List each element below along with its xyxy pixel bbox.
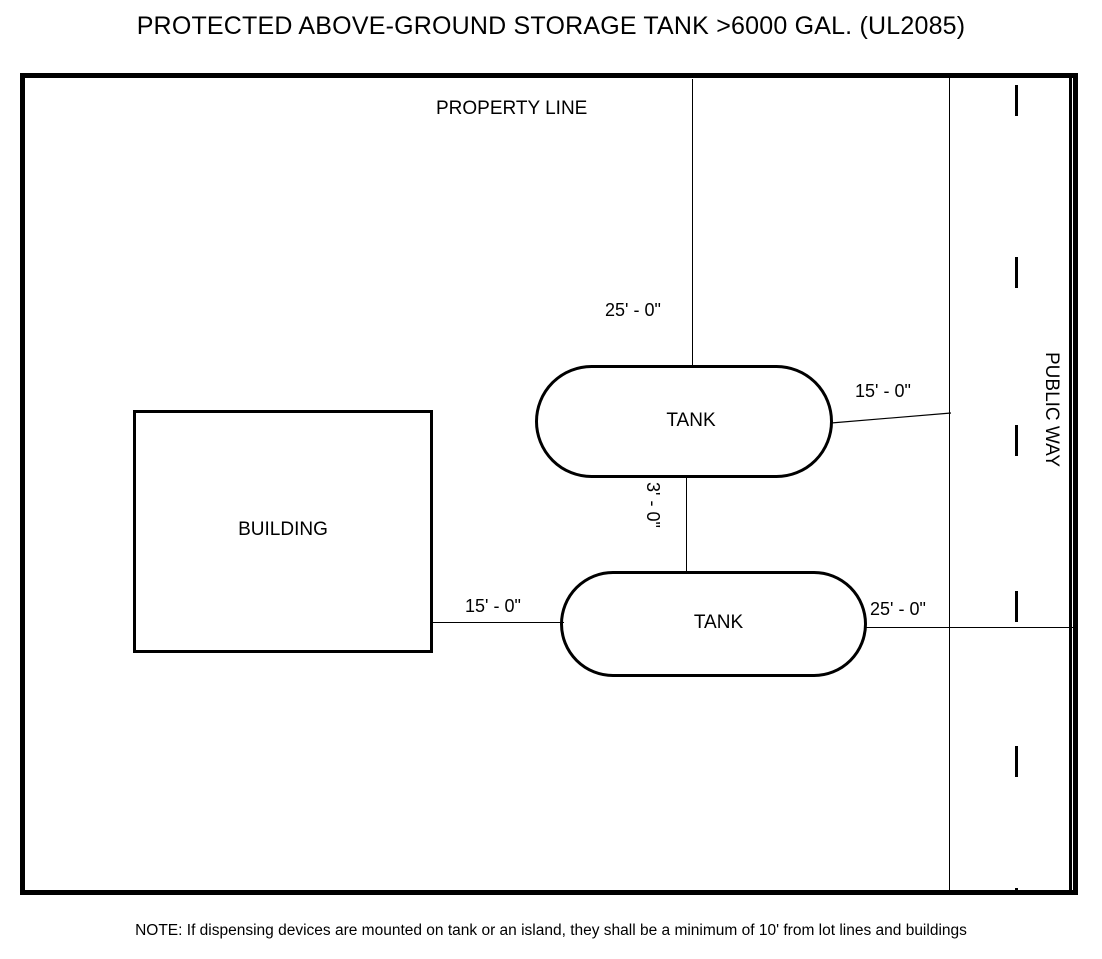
lot-line-right [949,78,950,894]
road-dash [1015,425,1018,456]
dimension-label-25-0-lower-right: 25' - 0" [870,599,926,619]
dimension-label-25-0-top: 25' - 0" [605,300,661,320]
tank-upper-label: TANK [666,409,716,431]
dimension-line-tank-upper-to-lot-line [830,412,952,424]
property-line-label: PROPERTY LINE [436,98,588,119]
road-dash [1015,888,1018,890]
dimension-line-property-to-tank-upper [692,79,693,370]
dimension-label-15-0-building: 15' - 0" [465,596,521,616]
dimension-line-building-to-tank-lower [431,622,564,623]
tank-upper-shape: TANK [535,365,833,478]
road-dash [1015,85,1018,116]
tank-lower-label: TANK [693,612,744,633]
page-title: PROTECTED ABOVE-GROUND STORAGE TANK >600… [136,12,966,40]
dimension-line-tank-lower-to-lot-line [865,627,1078,628]
note-text: NOTE: If dispensing devices are mounted … [135,922,967,939]
public-way-curb-line [1069,78,1072,894]
building-label: BUILDING [238,518,328,540]
road-dash [1015,591,1018,622]
building-shape: BUILDING [133,410,433,653]
site-plan-frame: PROPERTY LINE 25' - 0" PUBLIC WAY BUILDI… [20,73,1078,895]
dimension-line-between-tanks [686,478,687,573]
dimension-label-15-0-upper-right: 15' - 0" [855,381,911,401]
road-dash [1015,746,1018,777]
tank-lower-shape: TANK [560,571,867,677]
road-dash [1015,257,1018,288]
dimension-label-3-0-between-tanks: 3' - 0" [643,482,663,528]
public-way-label: PUBLIC WAY [1041,352,1062,468]
